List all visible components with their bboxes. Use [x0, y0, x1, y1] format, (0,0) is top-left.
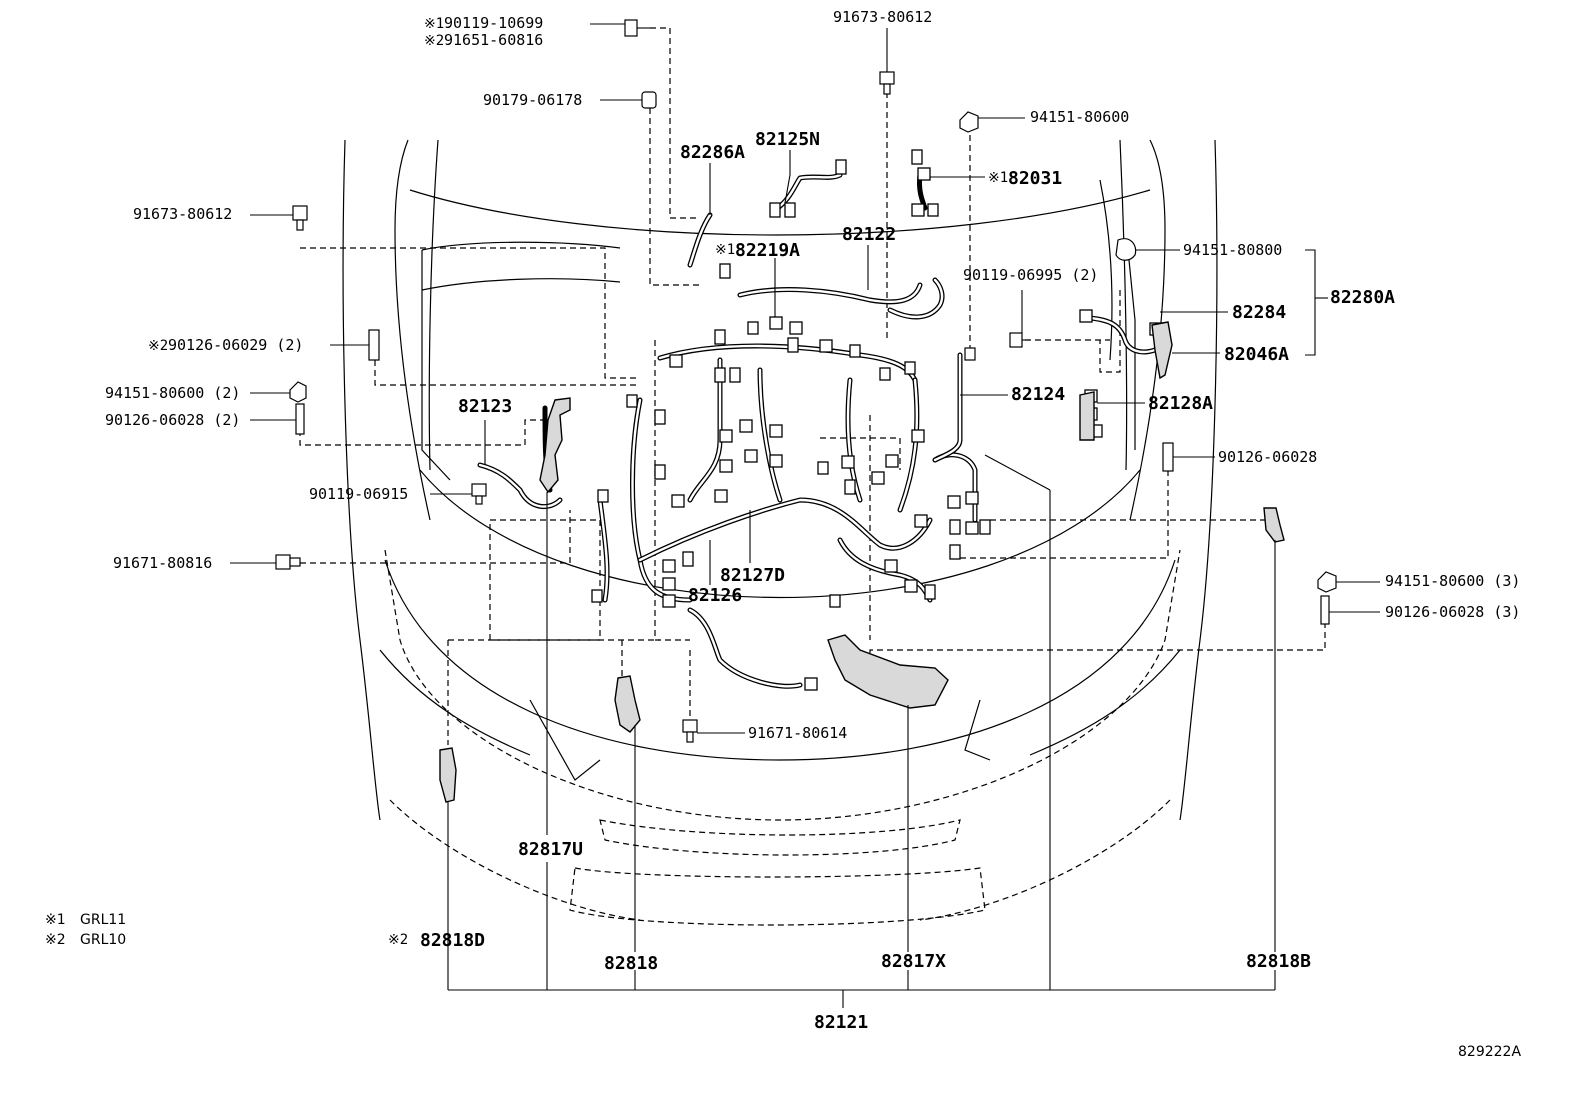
note-mark-2: ※2 — [45, 932, 66, 948]
part-label-82124: 82124 — [1011, 384, 1065, 405]
fastener-label: 94151-80800 — [1183, 241, 1282, 259]
figure-id: 829222A — [1458, 1044, 1521, 1060]
bolt-icon — [879, 71, 895, 95]
note-text-1: GRL11 — [80, 912, 126, 928]
note-mark-2: ※2 — [424, 33, 444, 49]
bolt-icon — [624, 19, 650, 37]
fastener-label: 90126-06029 (2) — [168, 336, 303, 354]
bolt-icon — [471, 483, 487, 505]
part-label-82818B: 82818B — [1246, 951, 1311, 972]
brackets — [439, 321, 1285, 803]
part-label-82817U: 82817U — [518, 839, 583, 860]
part-label-82280A: 82280A — [1330, 287, 1395, 308]
bolt-icon — [964, 347, 976, 361]
bolt-icon — [682, 719, 698, 743]
note-text-2: GRL10 — [80, 932, 126, 948]
bolt-icon — [275, 554, 301, 570]
fastener-label: 91673-80612 — [833, 8, 932, 26]
part-label-82284: 82284 — [1232, 302, 1286, 323]
stud-icon — [295, 403, 305, 435]
stud-icon — [1320, 595, 1330, 625]
fastener-label: 90119-06995 (2) — [963, 266, 1098, 284]
fastener-label: 94151-80600 (2) — [105, 384, 240, 402]
part-label-82123: 82123 — [458, 396, 512, 417]
connectors — [591, 149, 1165, 691]
bolt-icon — [292, 205, 308, 231]
fastener-label: 90179-06178 — [483, 91, 582, 109]
stud-icon — [1162, 442, 1174, 472]
part-label-82286A: 82286A — [680, 142, 745, 163]
notes-legend: ※1 GRL11 ※2 GRL10 — [45, 912, 126, 948]
fastener-label: 94151-80600 (3) — [1385, 572, 1520, 590]
part-label-82126: 82126 — [688, 585, 742, 606]
nut-icon — [641, 91, 657, 109]
fastener-label: 90119-10699 — [444, 14, 543, 32]
part-label-82122: 82122 — [842, 224, 896, 245]
clip-icon — [1115, 238, 1137, 261]
part-label-82121: 82121 — [814, 1012, 868, 1033]
nut-icon — [1317, 571, 1337, 593]
fastener-label: 90126-06028 — [1218, 448, 1317, 466]
fastener-label: 91671-80816 — [113, 554, 212, 572]
fastener-label: 91651-60816 — [444, 31, 543, 49]
vehicle-outline — [342, 139, 1218, 926]
part-label-82031: 82031 — [1008, 168, 1062, 189]
part-label-82128A: 82128A — [1148, 393, 1213, 414]
note-mark-2: ※2 — [148, 338, 168, 354]
nut-icon — [959, 111, 979, 133]
leader-lines — [230, 23, 1380, 1008]
part-label-82818D: 82818D — [420, 930, 485, 951]
fastener-label: 91671-80614 — [748, 724, 847, 742]
stud-icon — [368, 329, 380, 361]
fastener-label: 90126-06028 (2) — [105, 411, 240, 429]
bolt-icon — [1009, 332, 1030, 348]
note-mark-1: ※1 — [45, 912, 66, 928]
note-mark-2: ※2 — [388, 932, 408, 948]
fastener-label: 94151-80600 — [1030, 108, 1129, 126]
wire-harnesses — [477, 172, 1158, 689]
fastener-label: 91673-80612 — [133, 205, 232, 223]
part-label-82127D: 82127D — [720, 565, 785, 586]
fastener-labels: ※1 90119-10699 ※2 91651-60816 91673-8061… — [105, 8, 1520, 742]
note-mark-1: ※1 — [424, 16, 444, 32]
note-mark-1: ※1 — [715, 242, 735, 258]
part-label-82818: 82818 — [604, 953, 658, 974]
note-mark-1: ※1 — [988, 170, 1008, 186]
fastener-label: 90119-06915 — [309, 485, 408, 503]
nut-icon — [289, 381, 307, 403]
part-label-82219A: 82219A — [735, 240, 800, 261]
fastener-label: 90126-06028 (3) — [1385, 603, 1520, 621]
part-label-82046A: 82046A — [1224, 344, 1289, 365]
part-label-82125N: 82125N — [755, 129, 820, 150]
part-labels: 82286A 82125N ※1 82031 ※1 82219A 82122 8… — [388, 129, 1395, 1033]
part-label-82817X: 82817X — [881, 951, 946, 972]
